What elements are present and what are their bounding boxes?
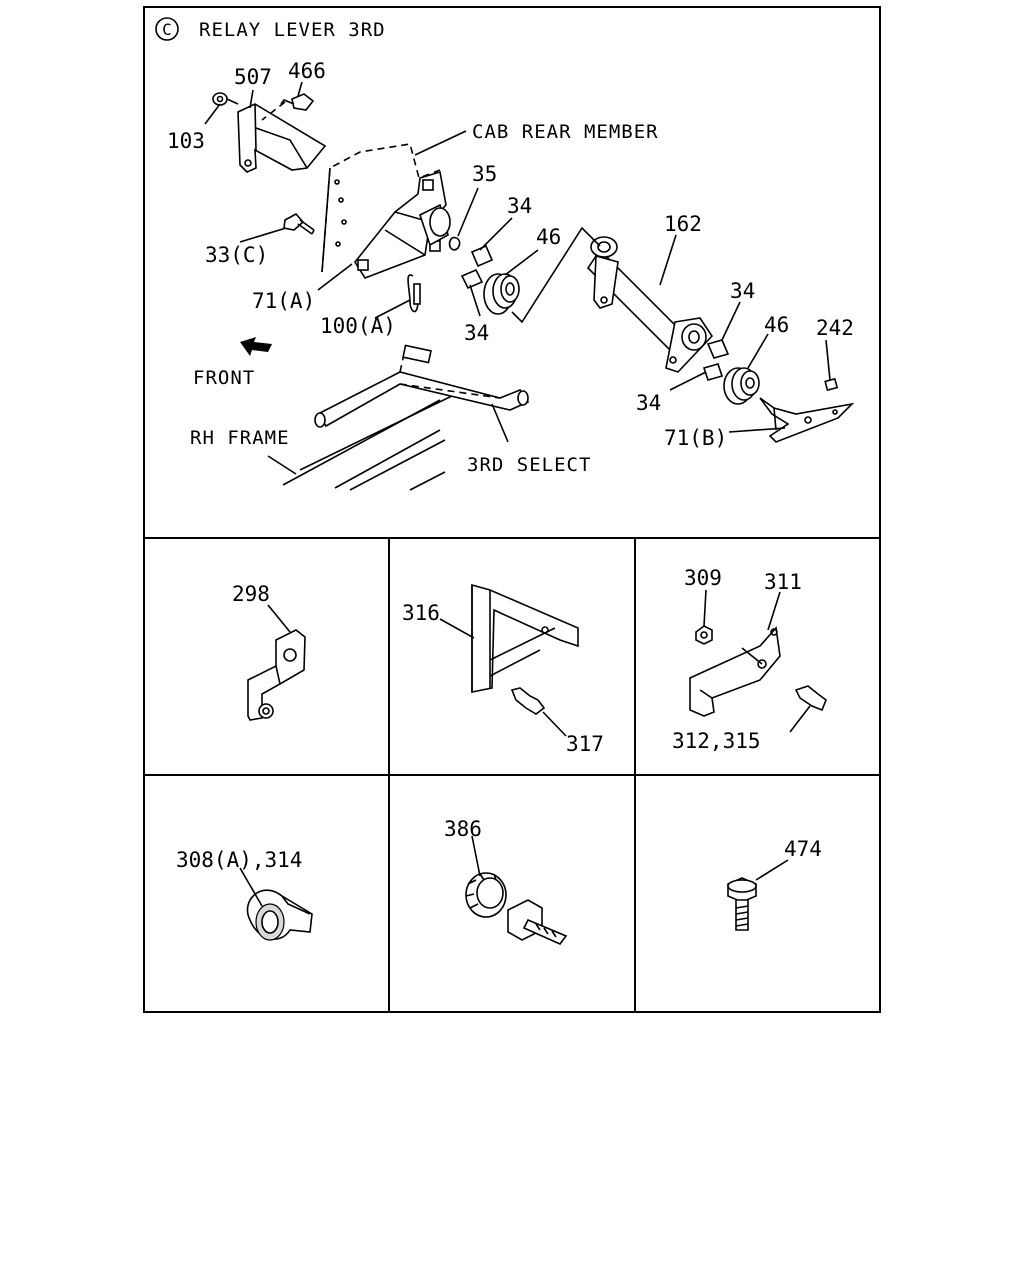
- cell-316-317: 316 317: [402, 583, 604, 756]
- bracket-71a: [354, 170, 451, 279]
- pin-100a-icon: [407, 274, 421, 313]
- cab-rear-member: [321, 143, 441, 273]
- section-symbol: C: [162, 20, 172, 39]
- label-312-315: 312,315: [672, 729, 761, 753]
- bracket-71b: [759, 397, 855, 443]
- label-33c: 33(C): [205, 243, 268, 267]
- section-symbol-circle: [155, 17, 179, 41]
- label-34-top: 34: [507, 194, 532, 218]
- front-arrow-icon: [240, 337, 272, 356]
- label-34-mid: 34: [464, 321, 489, 345]
- leader-lines: [204, 81, 831, 475]
- diagram-frame: [143, 6, 881, 1013]
- label-71a: 71(A): [252, 289, 315, 313]
- label-100a: 100(A): [320, 314, 396, 338]
- label-103: 103: [167, 129, 205, 153]
- label-242: 242: [816, 316, 854, 340]
- label-46-left: 46: [536, 225, 561, 249]
- section-title: C RELAY LEVER 3RD: [155, 17, 386, 41]
- cell-298: 298: [232, 582, 306, 721]
- label-71b: 71(B): [664, 426, 727, 450]
- label-cab-rear-member: CAB REAR MEMBER: [472, 121, 659, 143]
- label-35: 35: [472, 162, 497, 186]
- label-308a-314: 308(A),314: [176, 848, 302, 872]
- cell-474: 474: [727, 837, 822, 931]
- cell-386: 386: [444, 817, 568, 945]
- title-text: RELAY LEVER 3RD: [199, 19, 386, 41]
- label-386: 386: [444, 817, 482, 841]
- label-3rd-select: 3RD SELECT: [467, 454, 591, 476]
- label-front: FRONT: [193, 367, 255, 389]
- label-298: 298: [232, 582, 270, 606]
- label-474: 474: [784, 837, 822, 861]
- label-46-right: 46: [764, 313, 789, 337]
- cell-308a-314: 308(A),314: [176, 848, 313, 941]
- clip-34-mid-icon: [460, 268, 484, 290]
- select-rod-3rd: [314, 344, 530, 428]
- clip-34-low-icon: [702, 363, 724, 381]
- label-507: 507: [234, 65, 272, 89]
- bushing-46-right-icon: [723, 367, 760, 405]
- label-rh-frame: RH FRAME: [190, 427, 290, 449]
- clip-34-right-icon: [706, 339, 730, 359]
- label-309: 309: [684, 566, 722, 590]
- bolt-33c-icon: [283, 212, 315, 235]
- label-34-right: 34: [730, 279, 755, 303]
- relay-lever-162: [586, 236, 714, 373]
- bracket-507: [237, 103, 327, 173]
- label-316: 316: [402, 601, 440, 625]
- bolt-466-icon: [280, 93, 315, 111]
- label-466: 466: [288, 59, 326, 83]
- label-162: 162: [664, 212, 702, 236]
- label-317: 317: [566, 732, 604, 756]
- nut-242-icon: [824, 377, 839, 392]
- label-311: 311: [764, 570, 802, 594]
- bushing-46-left-icon: [483, 273, 520, 315]
- rh-frame: [282, 391, 461, 491]
- cell-309-311-312-315: 309 311 312,315: [672, 566, 827, 753]
- label-34-low: 34: [636, 391, 661, 415]
- nut-103-icon: [212, 92, 239, 106]
- clip-35-icon: [448, 236, 461, 251]
